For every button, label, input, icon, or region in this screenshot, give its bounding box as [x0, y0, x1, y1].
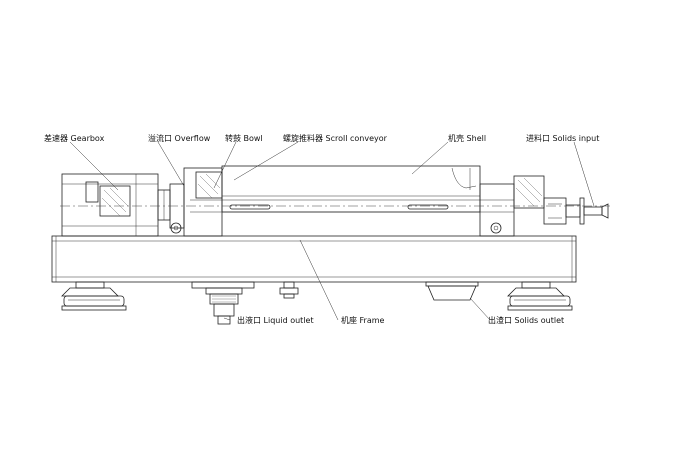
label-overflow: 溢流口 Overflow	[148, 133, 211, 143]
solids-outlet-chute	[425, 281, 479, 301]
drain-valve	[279, 281, 299, 299]
left-foot	[61, 281, 127, 311]
label-frame: 机座 Frame	[341, 315, 385, 325]
label-gearbox: 差速器 Gearbox	[44, 133, 105, 143]
leader-lines	[69, 141, 595, 321]
liquid-outlet-fitting	[191, 281, 255, 325]
overflow-housing	[170, 167, 223, 237]
label-shell: 机壳 Shell	[448, 133, 486, 143]
gearbox	[61, 173, 185, 237]
label-liquid-outlet: 出液口 Liquid outlet	[237, 315, 314, 325]
label-solids-outlet: 出渣口 Solids outlet	[488, 315, 564, 325]
feed-end-housing	[479, 175, 567, 237]
label-solids-input: 进料口 Solids input	[526, 133, 599, 143]
shell-body	[190, 165, 514, 213]
right-foot	[507, 281, 573, 311]
label-scroll-conveyor: 螺旋推料器 Scroll conveyor	[283, 133, 388, 143]
frame-base	[51, 235, 577, 283]
label-bowl: 转鼓 Bowl	[225, 133, 263, 143]
feed-pipe	[565, 197, 609, 225]
